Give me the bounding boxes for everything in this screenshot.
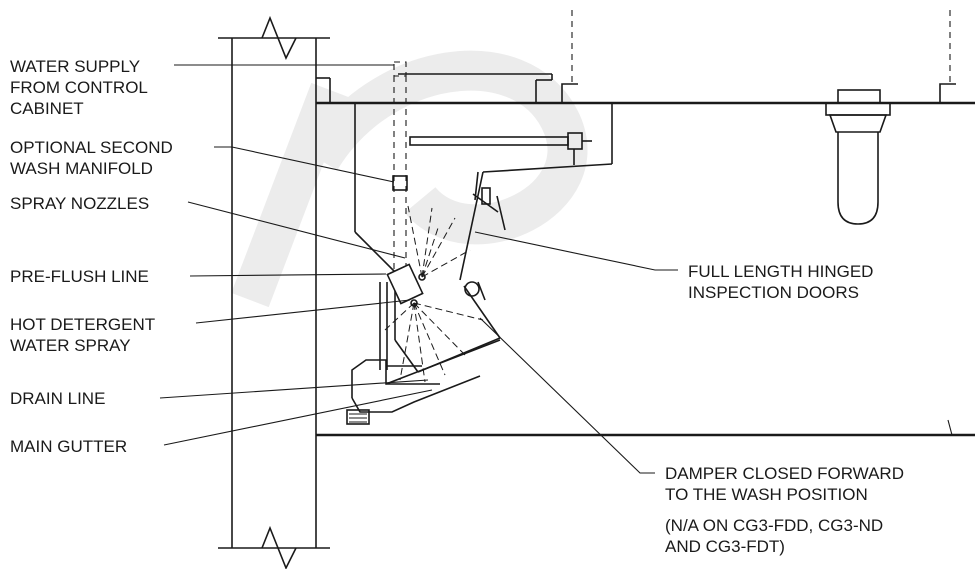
label-inspection-doors-line-1: FULL LENGTH HINGED — [688, 262, 873, 281]
leader-lines — [159, 64, 678, 474]
inspection-door — [459, 171, 506, 281]
light-fixture — [825, 89, 891, 225]
spray-pattern — [384, 205, 484, 383]
second-manifold-marker — [392, 175, 408, 191]
label-damper-line-2: TO THE WASH POSITION — [665, 485, 868, 504]
label-hot-detergent-water-spray-line-2: WATER SPRAY — [10, 336, 131, 355]
label-damper-note-line-1: (N/A ON CG3-FDD, CG3-ND — [665, 516, 883, 535]
label-pre-flush-line: PRE-FLUSH LINE — [10, 267, 149, 286]
label-water-supply-line-3: CABINET — [10, 99, 84, 118]
label-second-wash-manifold-line-1: OPTIONAL SECOND — [10, 138, 173, 157]
label-drain-line: DRAIN LINE — [10, 389, 105, 408]
label-spray-nozzles: SPRAY NOZZLES — [10, 194, 149, 213]
label-water-supply-line-2: FROM CONTROL — [10, 78, 148, 97]
wall — [218, 15, 330, 569]
gutter — [346, 339, 501, 425]
label-water-supply-line-1: WATER SUPPLY — [10, 57, 140, 76]
wash-manifold — [409, 132, 592, 165]
label-damper-note-line-2: AND CG3-FDT) — [665, 537, 785, 556]
water-supply-pipe — [392, 61, 408, 272]
drain-fitting — [346, 409, 370, 425]
labels: WATER SUPPLY FROM CONTROL CABINET OPTIONAL … — [10, 57, 904, 556]
label-main-gutter: MAIN GUTTER — [10, 437, 127, 456]
label-second-wash-manifold-line-2: WASH MANIFOLD — [10, 159, 153, 178]
label-inspection-doors-line-2: INSPECTION DOORS — [688, 283, 859, 302]
label-hot-detergent-water-spray-line-1: HOT DETERGENT — [10, 315, 155, 334]
label-damper-line-1: DAMPER CLOSED FORWARD — [665, 464, 904, 483]
internal-baffle — [354, 103, 613, 273]
